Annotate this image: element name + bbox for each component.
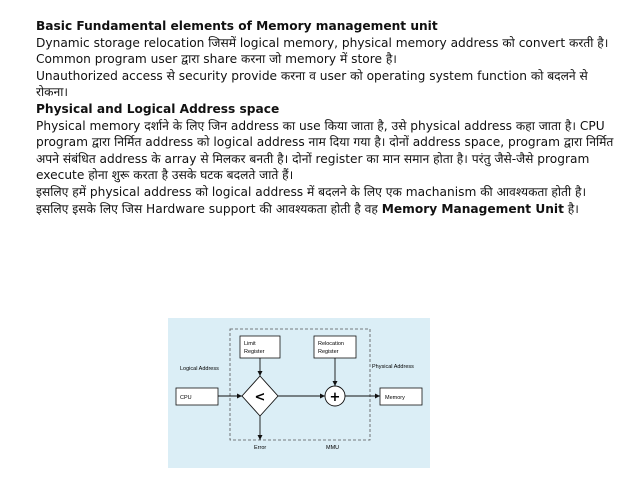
mmu-diagram: Limit Register Relocation Register Logic… [168,318,430,468]
arrowhead-adder [320,393,325,399]
memory-label: Memory [385,395,405,401]
arrowhead-error [257,435,263,440]
cpu-box [175,387,219,406]
mmu-label: MMU [326,445,339,451]
heading-address-space: Physical and Logical Address space [36,101,280,116]
paragraph-address-space: Physical memory दर्शाने के लिए जिन addre… [36,118,614,183]
limit-register-label-2: Register [244,349,265,355]
adder-symbol: + [330,390,341,405]
arrowhead-relocation [332,381,338,386]
relocation-register-label-1: Relocation [318,341,344,347]
paragraph-program-sharing: Common program user द्वारा share करना जो… [36,52,397,67]
error-label: Error [254,445,266,451]
arrowhead-limit [257,371,263,376]
mmu-boundary [229,328,371,441]
cpu-label: CPU [180,395,192,401]
mmu-term: Memory Management Unit [381,201,564,216]
relocation-register-label-2: Register [318,349,339,355]
heading-memory-management-elements: Basic Fundamental elements of Memory man… [36,19,438,33]
paragraph-mmu: इसलिए हमें physical address को logical a… [36,184,622,217]
comparator-symbol: < [255,390,266,405]
mmu-paragraph-end: है। [563,201,579,216]
arrowhead-comparator [237,393,242,399]
logical-address-label: Logical Address [180,366,219,372]
limit-register-label-1: Limit [244,341,256,347]
memory-box [379,387,423,406]
text-block: Basic Fundamental elements of Memory man… [36,18,622,217]
arrowhead-memory [375,393,380,399]
physical-address-label: Physical Address [372,364,414,370]
mmu-paragraph-text: इसलिए हमें physical address को logical a… [36,184,587,216]
paragraph-security: Unauthorized access से security provide … [36,68,588,100]
paragraph-dynamic-relocation: Dynamic storage relocation जिसमें logica… [36,35,609,50]
